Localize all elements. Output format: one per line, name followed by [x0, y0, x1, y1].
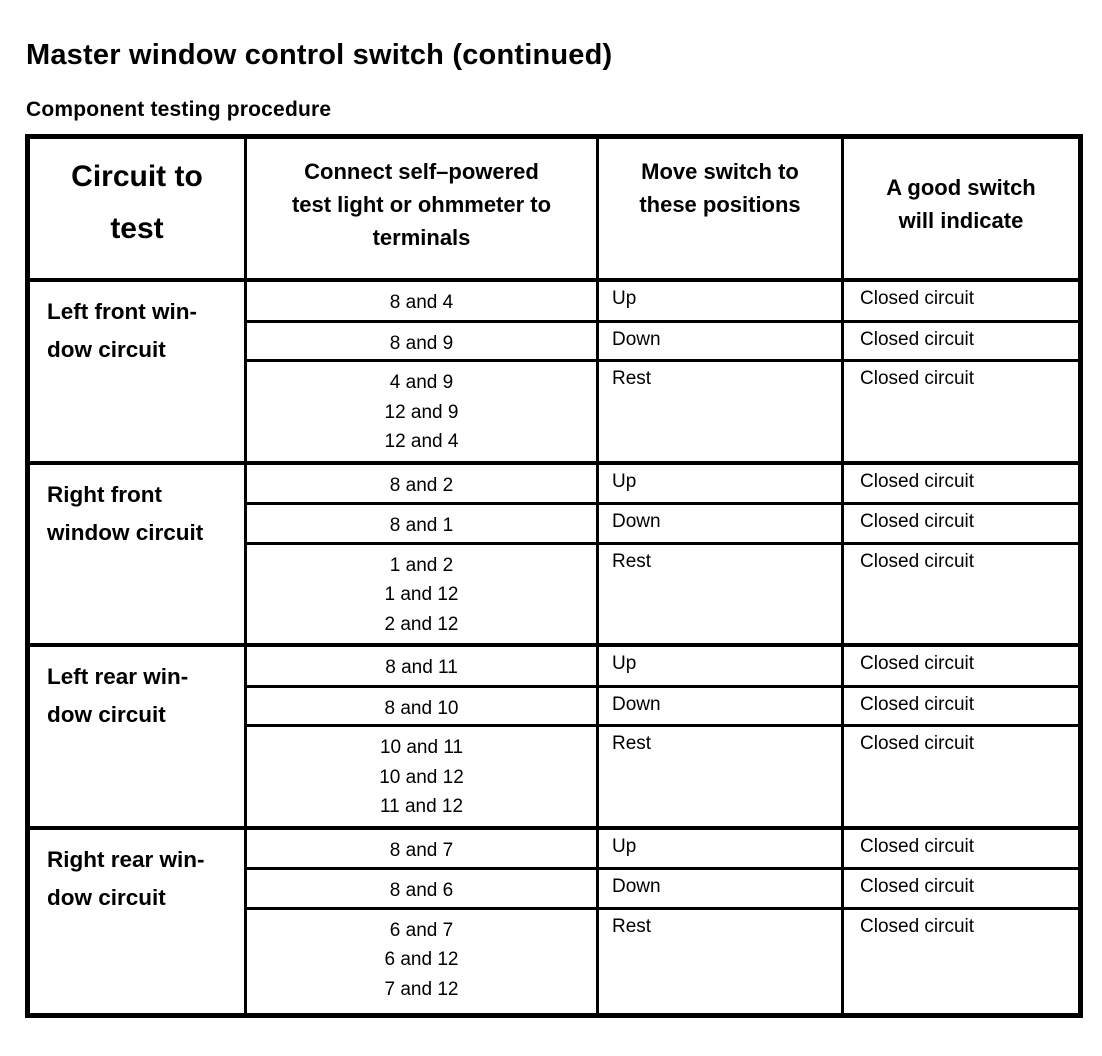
terminals-cell: 8 and 11	[244, 643, 599, 688]
terminals-cell: 1 and 2 1 and 12 2 and 12	[244, 541, 599, 647]
column-header-indication: A good switch will indicate	[841, 134, 1082, 282]
terminals-cell: 8 and 9	[244, 319, 599, 363]
component-testing-table: Circuit to test Connect self–powered tes…	[25, 133, 1083, 1018]
indication-cell: Closed circuit	[841, 278, 1082, 323]
table-row: 6 and 7 6 and 12 7 and 12 Rest Closed ci…	[28, 906, 1082, 1017]
table-row: 10 and 11 10 and 12 11 and 12 Rest Close…	[28, 724, 1082, 830]
indication-cell: Closed circuit	[841, 460, 1082, 506]
circuit-cell-left-rear: Left rear win- dow circuit	[26, 643, 247, 830]
table-row: 8 and 6 Down Closed circuit	[28, 867, 1082, 910]
table-row: 4 and 9 12 and 9 12 and 4 Rest Closed ci…	[28, 359, 1082, 465]
column-header-terminals: Connect self–powered test light or ohmme…	[244, 134, 599, 282]
table-row: 1 and 2 1 and 12 2 and 12 Rest Closed ci…	[28, 541, 1082, 647]
table-row: Left rear win- dow circuit 8 and 11 Up C…	[26, 643, 1082, 830]
indication-cell: Closed circuit	[841, 502, 1082, 545]
position-cell: Rest	[596, 541, 844, 647]
indication-cell: Closed circuit	[841, 684, 1082, 728]
position-cell: Up	[596, 278, 844, 323]
table-row: 8 and 1 Down Closed circuit	[28, 502, 1082, 545]
terminals-cell: 6 and 7 6 and 12 7 and 12	[244, 906, 599, 1017]
position-cell: Up	[596, 643, 844, 688]
indication-cell: Closed circuit	[841, 867, 1082, 910]
table-row: 8 and 9 Down Closed circuit	[28, 319, 1082, 363]
terminals-cell: 8 and 6	[244, 867, 599, 910]
position-cell: Down	[596, 867, 844, 910]
indication-cell: Closed circuit	[841, 825, 1082, 871]
position-cell: Up	[596, 825, 844, 871]
position-cell: Up	[596, 460, 844, 506]
table-row: 8 and 10 Down Closed circuit	[28, 684, 1082, 728]
terminals-cell: 8 and 2	[244, 460, 599, 506]
terminals-cell: 8 and 1	[244, 502, 599, 545]
position-cell: Rest	[596, 724, 844, 830]
position-cell: Rest	[596, 359, 844, 465]
header-row: Circuit to test Connect self–powered tes…	[26, 134, 1082, 282]
position-cell: Down	[596, 319, 844, 363]
indication-cell: Closed circuit	[841, 319, 1082, 363]
terminals-cell: 8 and 10	[244, 684, 599, 728]
indication-cell: Closed circuit	[841, 359, 1082, 465]
terminals-cell: 8 and 7	[244, 825, 599, 871]
indication-cell: Closed circuit	[841, 724, 1082, 830]
section-subtitle: Component testing procedure	[26, 97, 332, 121]
terminals-cell: 8 and 4	[244, 278, 599, 323]
terminals-cell: 4 and 9 12 and 9 12 and 4	[244, 359, 599, 465]
circuit-cell-left-front: Left front win- dow circuit	[26, 278, 247, 465]
indication-cell: Closed circuit	[841, 906, 1082, 1017]
table-row: Right front window circuit 8 and 2 Up Cl…	[26, 460, 1082, 647]
position-cell: Down	[596, 502, 844, 545]
column-header-positions: Move switch to these positions	[596, 134, 844, 282]
circuit-cell-right-front: Right front window circuit	[26, 460, 247, 647]
indication-cell: Closed circuit	[841, 643, 1082, 688]
page-title: Master window control switch (continued)	[26, 39, 613, 71]
position-cell: Down	[596, 684, 844, 728]
position-cell: Rest	[596, 906, 844, 1017]
table-row: Right rear win- dow circuit 8 and 7 Up C…	[26, 825, 1082, 1017]
circuit-cell-right-rear: Right rear win- dow circuit	[26, 825, 247, 1017]
indication-cell: Closed circuit	[841, 541, 1082, 647]
terminals-cell: 10 and 11 10 and 12 11 and 12	[244, 724, 599, 830]
table-row: Left front win- dow circuit 8 and 4 Up C…	[26, 278, 1082, 465]
column-header-circuit: Circuit to test	[26, 134, 247, 282]
